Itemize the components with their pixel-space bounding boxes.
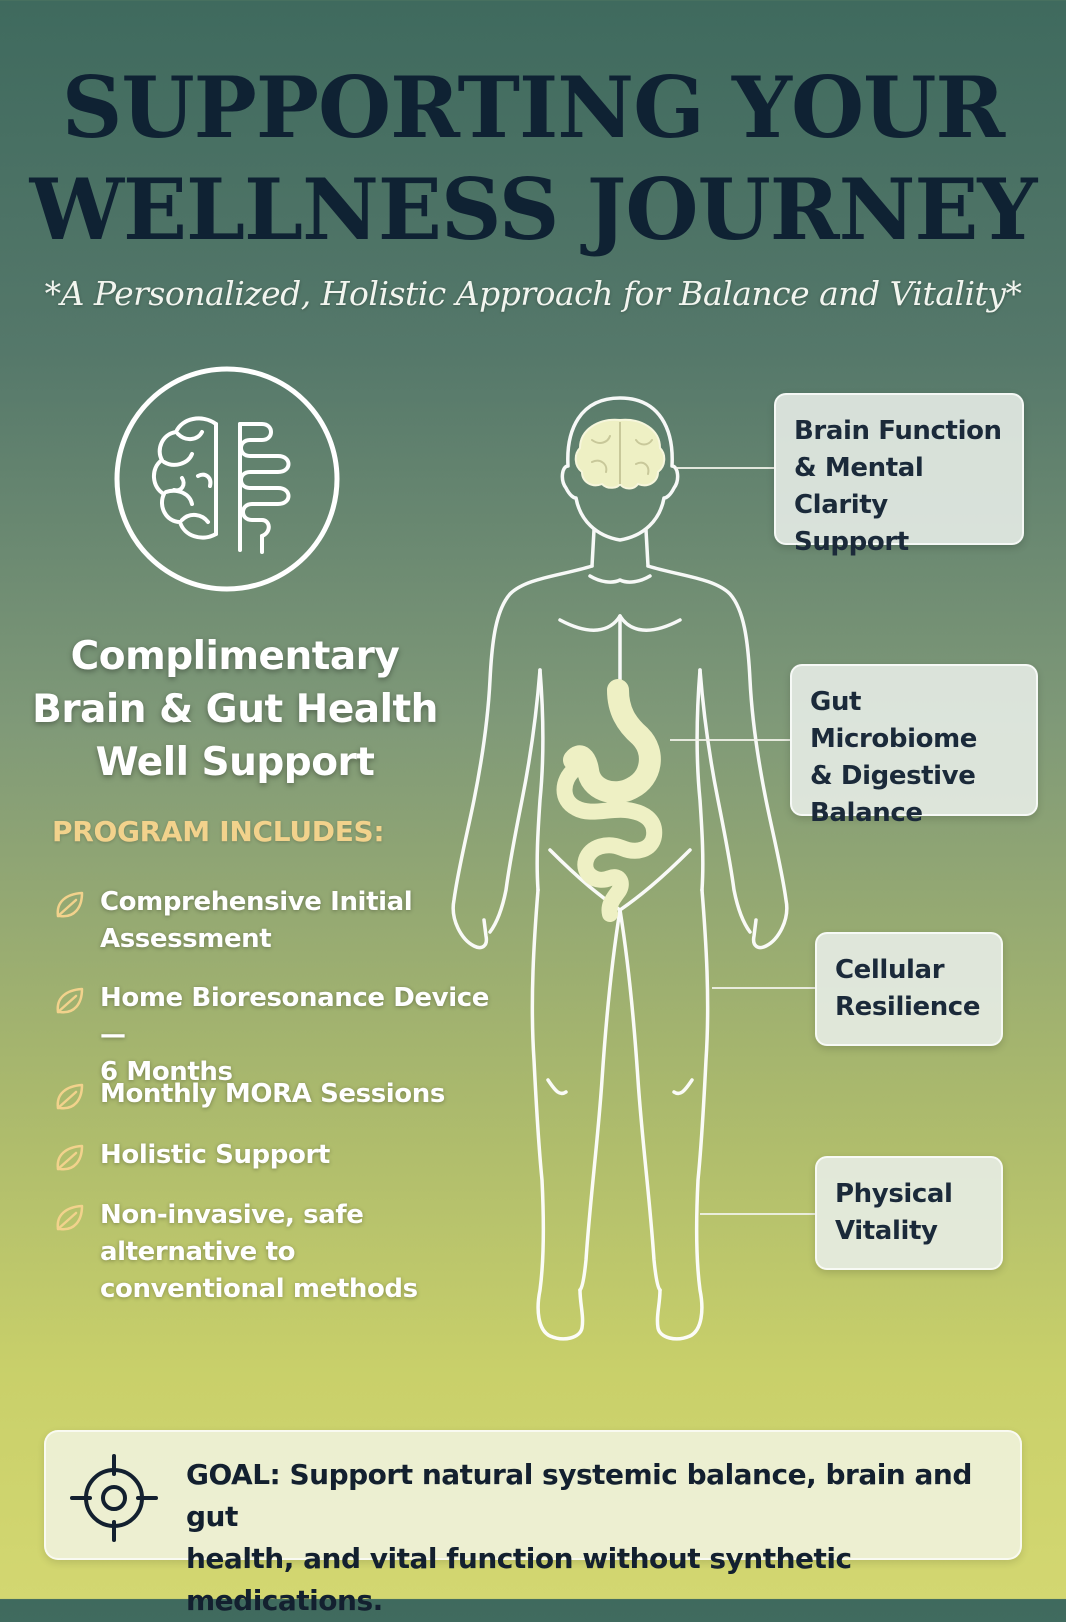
callout-text: Gut Microbiome [810,687,977,754]
leaf-icon [56,987,84,1014]
list-item-text: Holistic Support [100,1140,330,1170]
callout-brain-function: Brain Function & Mental Clarity Support [774,393,1024,557]
list-item: Comprehensive Initial Assessment [52,884,522,958]
leaf-icon [56,891,84,918]
list-item-text: 6 Months [100,1057,233,1087]
list-item-text: Assessment [100,924,272,954]
callout-text: Cellular [835,955,945,985]
callout-text: Balance [810,798,923,828]
callout-text: Vitality [835,1216,938,1246]
program-title-line: Brain & Gut Health [32,687,438,732]
goal-text-line: health, and vital function without synth… [186,1542,852,1617]
callout-text: & Digestive [810,761,976,791]
program-title-line: Complimentary [70,634,400,679]
list-item-text: Comprehensive Initial [100,887,413,917]
goal-text: GOAL: Support natural systemic balance, … [186,1454,1006,1622]
leaf-icon [56,1083,84,1110]
leaf-icon [56,1144,84,1171]
list-item-text: Monthly MORA Sessions [100,1079,445,1109]
list-item: Holistic Support [52,1137,522,1175]
page-title-line-1: SUPPORTING YOUR [61,58,1006,157]
page-subtitle: *A Personalized, Holistic Approach for B… [44,274,1022,313]
callout-text: Support [794,527,909,557]
program-title-line: Well Support [95,740,375,785]
callout-gut-microbiome: Gut Microbiome & Digestive Balance [790,664,1038,828]
callout-text: & Mental Clarity [794,453,924,520]
brain-gut-icon [114,366,340,592]
list-item: Non-invasive, safe alternative to conven… [52,1197,522,1308]
program-title: Complimentary Brain & Gut Health Well Su… [20,630,450,789]
target-icon [70,1454,158,1542]
list-item: Home Bioresonance Device — 6 Months [52,980,522,1091]
list-item: Monthly MORA Sessions [52,1076,522,1114]
human-body-icon [451,396,789,1341]
callout-cellular-resilience: Cellular Resilience [815,932,1003,1046]
goal-text-line: GOAL: Support natural systemic balance, … [186,1458,972,1533]
list-item-text: alternative to [100,1237,296,1267]
page-title-line-2: WELLNESS JOURNEY [29,160,1038,259]
goal-banner: GOAL: Support natural systemic balance, … [44,1430,1022,1617]
list-item-text: Home Bioresonance Device — [100,983,489,1050]
list-item-text: conventional methods [100,1274,418,1304]
list-item-text: Non-invasive, safe [100,1200,364,1230]
callout-text: Resilience [835,992,981,1022]
program-includes-heading: PROGRAM INCLUDES: [52,815,385,848]
callout-text: Physical [835,1179,953,1209]
callout-physical-vitality: Physical Vitality [815,1156,1003,1270]
callout-text: Brain Function [794,416,1002,446]
leaf-icon [56,1204,84,1231]
